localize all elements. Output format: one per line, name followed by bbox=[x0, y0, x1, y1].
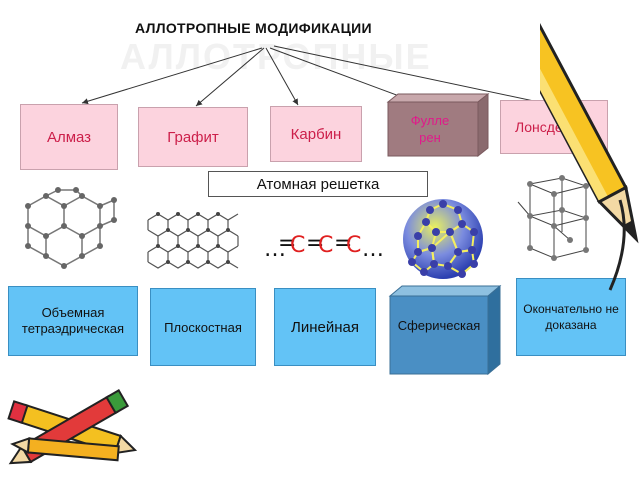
svg-text:=: = bbox=[306, 231, 324, 256]
box-diamond: Алмаз bbox=[20, 104, 118, 170]
lattice-type-graphite: Плоскостная bbox=[164, 319, 242, 335]
lattice-label: Атомная решетка bbox=[256, 175, 380, 193]
lattice-label-box: Атомная решетка bbox=[208, 171, 428, 197]
lattice-type-diamond: Объемная тетраэдрическая bbox=[21, 305, 125, 336]
lattice-type-fullerene: Сферическая bbox=[397, 318, 481, 333]
svg-text:C: C bbox=[318, 233, 333, 258]
label-fullerene: Фулле рен bbox=[410, 113, 450, 145]
svg-text:…: … bbox=[362, 237, 382, 262]
arrow-to-fullerene bbox=[269, 47, 411, 101]
box-graphite-lattice: Плоскостная bbox=[150, 288, 256, 366]
arrow-to-diamond bbox=[81, 47, 263, 105]
svg-text:C: C bbox=[346, 233, 361, 258]
arrow-to-lonsdaleite bbox=[273, 45, 549, 106]
title-shadow: АЛЛОТРОПНЫЕ bbox=[120, 36, 432, 77]
label-diamond: Алмаз bbox=[46, 128, 92, 146]
diagram-title: АЛЛОТРОПНЫЕ МОДИФИКАЦИИ bbox=[135, 20, 372, 36]
crossed-pencils-icon bbox=[7, 388, 138, 465]
box-carbyne-lattice: Линейная bbox=[274, 288, 376, 366]
lattice-type-lonsdaleite: Окончательно не доказана bbox=[523, 302, 619, 332]
label-graphite: Графит bbox=[167, 128, 219, 146]
box-lonsdaleite-lattice: Окончательно не доказана bbox=[516, 278, 626, 356]
box-fullerene bbox=[386, 92, 490, 158]
svg-text:C: C bbox=[290, 233, 305, 258]
box-fullerene-lattice bbox=[388, 284, 502, 376]
svg-text:=: = bbox=[334, 231, 352, 256]
carbyne-chain-image: … = C = C = C … bbox=[264, 231, 382, 262]
arrow-to-graphite bbox=[195, 47, 265, 107]
graphite-lattice-image bbox=[144, 206, 248, 280]
box-graphite: Графит bbox=[138, 107, 248, 167]
label-carbyne: Карбин bbox=[290, 125, 342, 143]
arrow-to-carbyne bbox=[265, 47, 299, 106]
svg-text:=: = bbox=[278, 231, 296, 256]
lattice-type-carbyne: Линейная bbox=[291, 318, 359, 336]
fullerene-sphere-image bbox=[403, 199, 483, 279]
box-carbyne: Карбин bbox=[270, 106, 362, 162]
pencil-decoration-icon bbox=[540, 0, 639, 291]
svg-text:…: … bbox=[264, 237, 286, 262]
diamond-lattice-image bbox=[18, 186, 122, 274]
lonsdaleite-lattice-image bbox=[510, 172, 606, 268]
box-diamond-lattice: Объемная тетраэдрическая bbox=[8, 286, 138, 356]
